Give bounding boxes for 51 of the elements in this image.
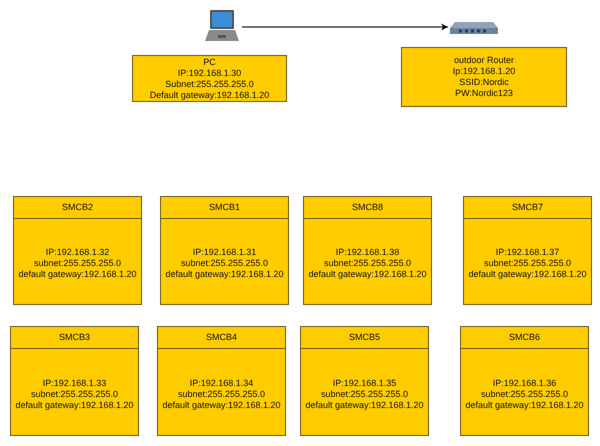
device-card	[13, 196, 142, 305]
device-name: SMCB8	[352, 202, 383, 213]
device-name: SMCB3	[58, 332, 90, 343]
setting-text: subnet:255.255.255.0	[484, 258, 572, 269]
setting-text: IP:192.168.1.33	[42, 378, 106, 388]
setting-text: Default gateway:192.168.1.20	[150, 90, 270, 100]
device-card	[10, 326, 139, 436]
device-name: SMCB5	[348, 332, 380, 343]
setting-text: IP:192.168.1.34	[190, 378, 254, 388]
setting-text: IP:192.168.1.35	[332, 378, 396, 388]
setting-text: IP:192.168.1.31	[192, 247, 256, 258]
device-card	[303, 196, 432, 305]
device-card	[160, 196, 289, 305]
setting-text: default gateway:192.168.1.20	[308, 269, 427, 280]
setting-text: default gateway:192.168.1.20	[305, 400, 424, 410]
setting-text: subnet:255.255.255.0	[324, 258, 412, 269]
setting-text: default gateway:192.168.1.20	[468, 269, 587, 280]
setting-text: default gateway:192.168.1.20	[15, 400, 134, 410]
setting-text: IP:192.168.1.37	[496, 247, 560, 258]
info-box	[401, 47, 567, 107]
setting-text: default gateway:192.168.1.20	[465, 400, 584, 410]
device-card	[463, 196, 592, 305]
setting-text: default gateway:192.168.1.20	[162, 400, 281, 410]
setting-text: IP:192.168.1.38	[336, 247, 400, 258]
device-name: SMCB1	[208, 202, 240, 213]
setting-text: IP:192.168.1.36	[492, 378, 556, 388]
device-name: SMCB6	[508, 332, 540, 343]
setting-text: subnet:255.255.255.0	[180, 258, 268, 269]
setting-text: subnet:255.255.255.0	[178, 388, 266, 400]
device-name: SMCB7	[512, 202, 543, 213]
setting-text: subnet:255.255.255.0	[34, 258, 122, 269]
device-card	[300, 326, 429, 436]
setting-text: PW:Nordic123	[455, 88, 513, 99]
setting-text: IP:192.168.1.30	[178, 68, 242, 78]
info-box	[132, 55, 287, 102]
setting-text: Ip:192.168.1.20	[452, 66, 516, 77]
setting-text: SSID:Nordic	[459, 77, 509, 88]
setting-text: IP:192.168.1.32	[46, 247, 110, 258]
device-name: PC	[203, 56, 216, 68]
device-card	[460, 326, 589, 436]
device-name: SMCB2	[62, 202, 93, 213]
setting-text: Subnet:255.255.255.0	[165, 78, 254, 90]
device-card	[157, 326, 286, 436]
setting-text: subnet:255.255.255.0	[480, 388, 568, 400]
device-name: SMCB4	[206, 332, 237, 343]
setting-text: default gateway:192.168.1.20	[165, 269, 284, 280]
setting-text: default gateway:192.168.1.20	[18, 269, 137, 280]
device-name: outdoor Router	[454, 55, 514, 66]
setting-text: subnet:255.255.255.0	[320, 388, 408, 400]
arrow	[242, 24, 448, 30]
setting-text: subnet:255.255.255.0	[30, 388, 118, 400]
